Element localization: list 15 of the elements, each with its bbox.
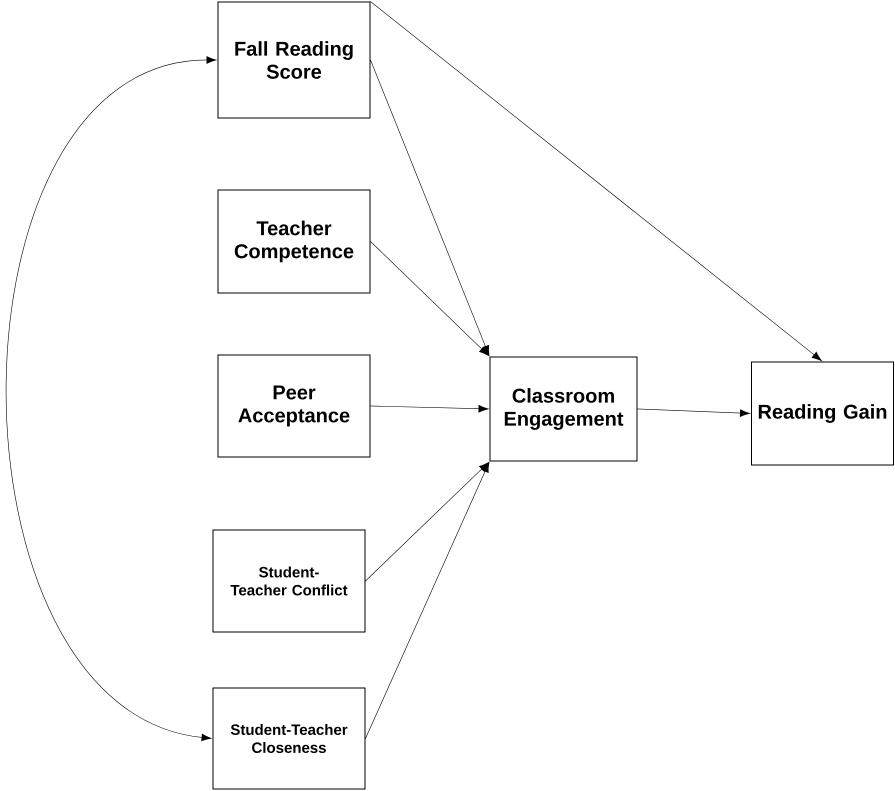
variable-box: Reading Gain: [751, 361, 894, 466]
variable-box: Student-Teacher Closeness: [212, 687, 366, 790]
arrow: [370, 404, 489, 412]
arrow: [365, 462, 489, 582]
arrow: [370, 1, 822, 361]
variable-box: Classroom Engagement: [490, 356, 638, 462]
arrow: [6, 56, 217, 742]
variable-box: Student-Teacher Conflict: [212, 529, 366, 632]
arrow: [637, 408, 750, 417]
variable-box: Fall Reading Score: [218, 1, 370, 118]
variable-box: Peer Acceptance: [218, 354, 370, 458]
arrow: [365, 462, 490, 739]
variable-box: Teacher Competence: [218, 189, 370, 294]
arrow: [370, 60, 490, 356]
arrow: [370, 241, 489, 356]
